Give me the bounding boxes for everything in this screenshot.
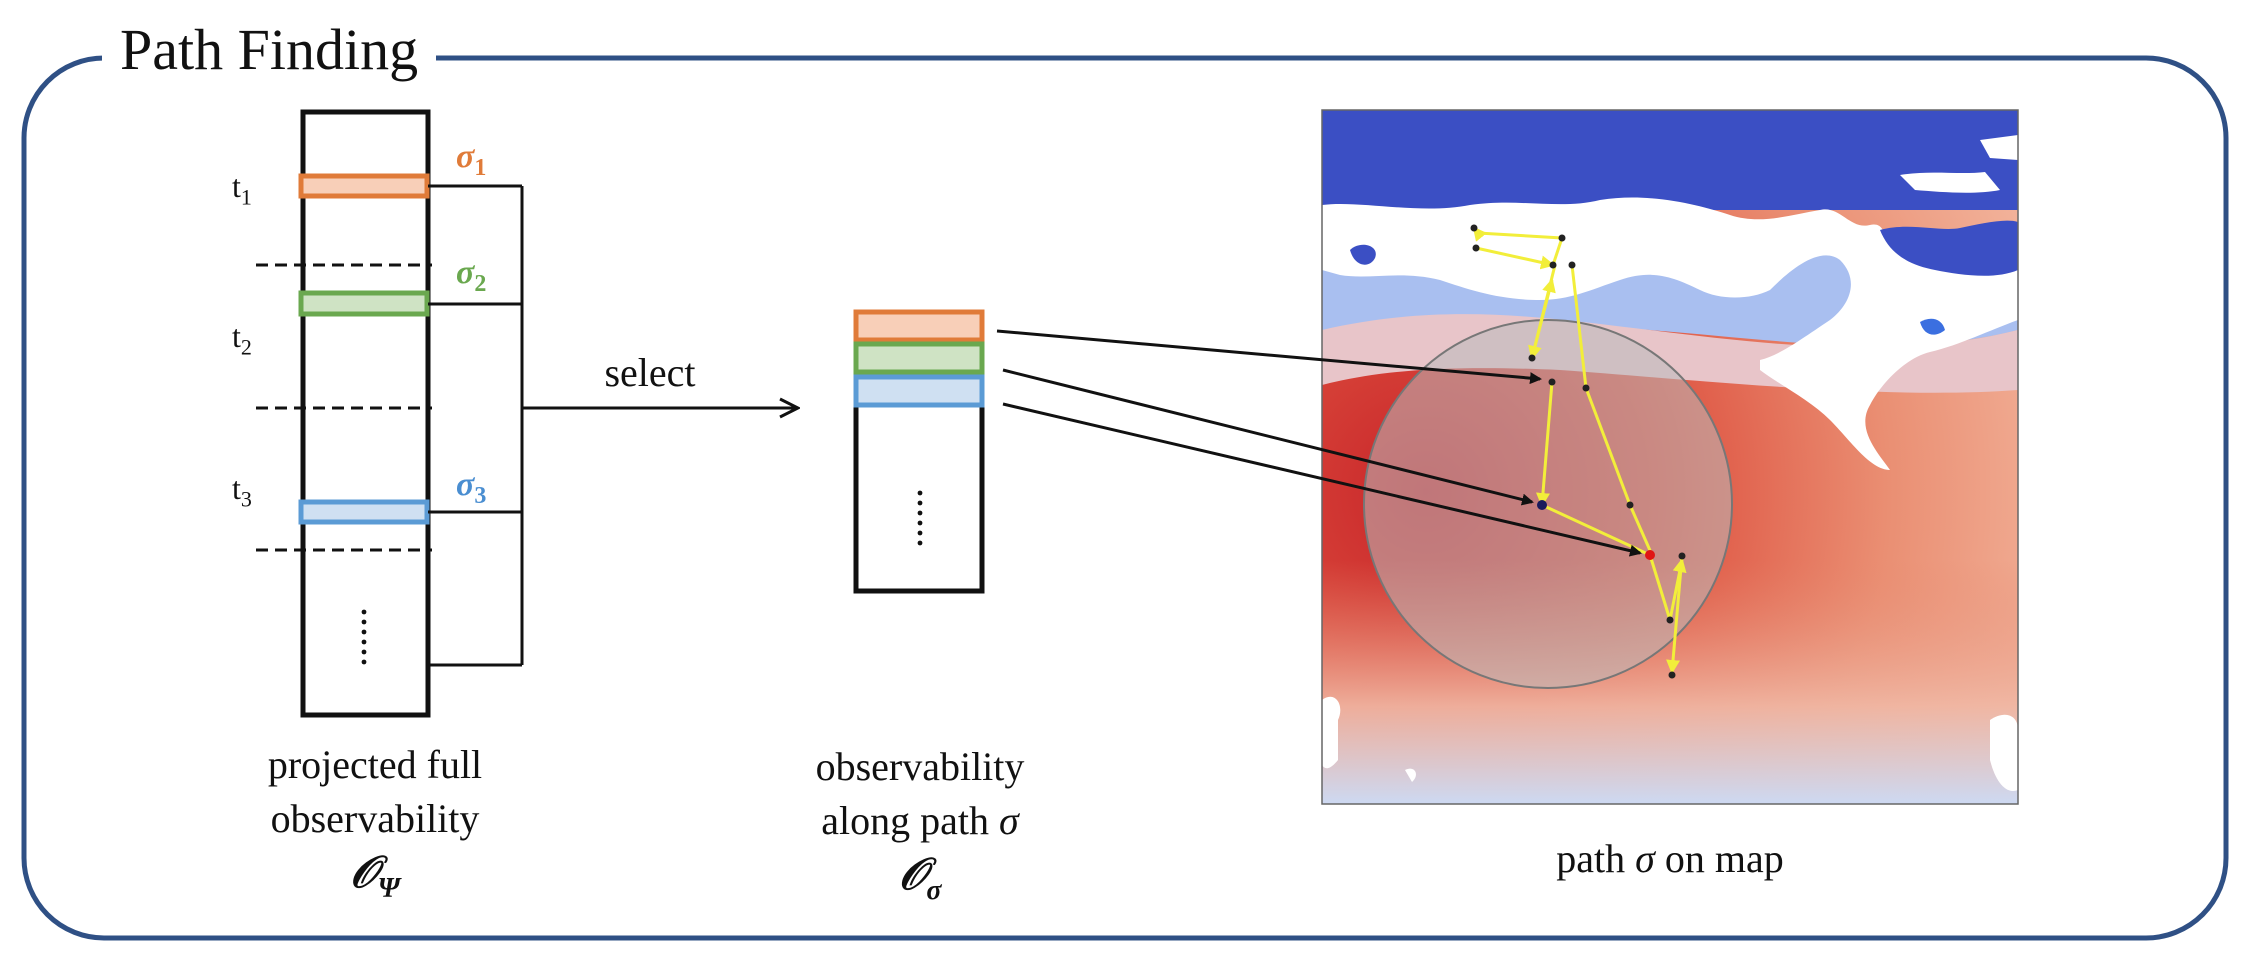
path-slot-green: [853, 341, 985, 375]
waypoint-sigma-2: [1537, 500, 1547, 510]
sigma-1-label: σ1: [456, 138, 487, 181]
left-caption-math: 𝒪Ψ: [349, 848, 401, 904]
map-border: [1321, 109, 2019, 805]
sigma-2-slot: [298, 290, 430, 317]
sigma-3-label: σ3: [456, 466, 487, 509]
ellipsis-dots-middle: [917, 490, 923, 546]
middle-caption-math: 𝒪σ: [898, 850, 942, 906]
mapping-arrow-3: [1002, 402, 1642, 557]
sigma-2-label: σ2: [456, 254, 487, 297]
time-label-1: t1: [232, 168, 252, 210]
sigma-1-slot: [298, 173, 430, 199]
time-label-3: t3: [232, 470, 252, 512]
path-waypoints: [1470, 224, 1686, 679]
time-label-2: t2: [232, 318, 252, 360]
land-north: [1322, 197, 2018, 470]
path-slot-blue: [853, 374, 985, 408]
waypoint-sigma-3: [1645, 550, 1655, 560]
middle-caption-line1: observability: [815, 744, 1025, 789]
mapping-arrow-1: [996, 329, 1542, 385]
full-observability-column: [300, 109, 431, 718]
selection-bracket: [428, 184, 524, 667]
agent-path: [1472, 226, 1687, 674]
middle-caption-line2: along path σ: [821, 798, 1019, 843]
ellipsis-dots-left: [361, 609, 367, 665]
left-caption-line2: observability: [270, 796, 480, 841]
left-caption-line1: projected full: [267, 742, 483, 787]
middle-caption: observability along path σ 𝒪σ: [745, 740, 1095, 918]
select-label: select: [604, 350, 696, 395]
frame-border: [21, 55, 2229, 941]
left-caption: projected full observability 𝒪Ψ: [200, 738, 550, 916]
mapping-arrow-2: [1002, 368, 1534, 506]
sigma-3-slot: [298, 499, 430, 525]
path-slot-orange: [853, 309, 985, 343]
right-caption: path σ on map: [1556, 836, 1784, 881]
figure-title: Path Finding: [102, 14, 437, 86]
